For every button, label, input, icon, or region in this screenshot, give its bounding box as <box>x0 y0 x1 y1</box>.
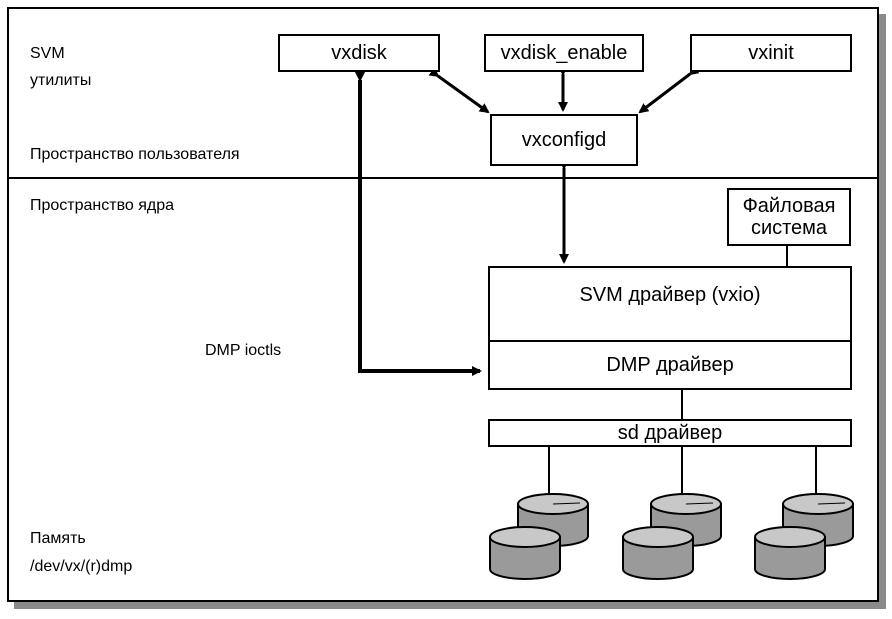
filesystem-label-line2: система <box>750 217 828 239</box>
vxconfigd-label: vxconfigd <box>521 129 607 151</box>
device-path-label: /dev/vx/(r)dmp <box>30 558 133 575</box>
vxdisk-enable-label: vxdisk_enable <box>500 42 628 64</box>
svm-driver-box: SVM драйвер (vxio) <box>488 266 852 342</box>
dmp-driver-label: DMP драйвер <box>606 354 734 376</box>
vxconfigd-box: vxconfigd <box>490 114 638 166</box>
sd-driver-box: sd драйвер <box>488 419 852 447</box>
arrow-vxdisk-vxconfigd <box>428 67 490 114</box>
arrow-vxinit-vxconfigd <box>638 65 700 114</box>
dmp-ioctls-label: DMP ioctls <box>205 342 282 359</box>
vxinit-box: vxinit <box>690 34 852 72</box>
arrow-vxdisk-dmp-driver <box>355 72 482 376</box>
memory-label: Память <box>30 530 86 547</box>
disk-icon <box>754 526 826 580</box>
svm-driver-label: SVM драйвер (vxio) <box>579 284 761 306</box>
svm-utilities-label: SVM <box>30 45 65 62</box>
kernel-space-label: Пространство ядра <box>30 197 175 214</box>
vxdisk-label: vxdisk <box>331 42 387 64</box>
user-space-label: Пространство пользователя <box>30 146 240 163</box>
filesystem-box: Файловая система <box>727 188 851 246</box>
vxdisk-box: vxdisk <box>278 34 440 72</box>
sd-driver-label: sd драйвер <box>617 422 723 444</box>
dmp-driver-box: DMP драйвер <box>488 340 852 390</box>
vxdisk-enable-box: vxdisk_enable <box>484 34 644 72</box>
svm-utilities-label-line2: утилиты <box>30 72 92 89</box>
disk-icon <box>489 526 561 580</box>
filesystem-label-line1: Файловая <box>742 195 836 217</box>
vxinit-label: vxinit <box>748 42 794 64</box>
disk-icon <box>622 526 694 580</box>
